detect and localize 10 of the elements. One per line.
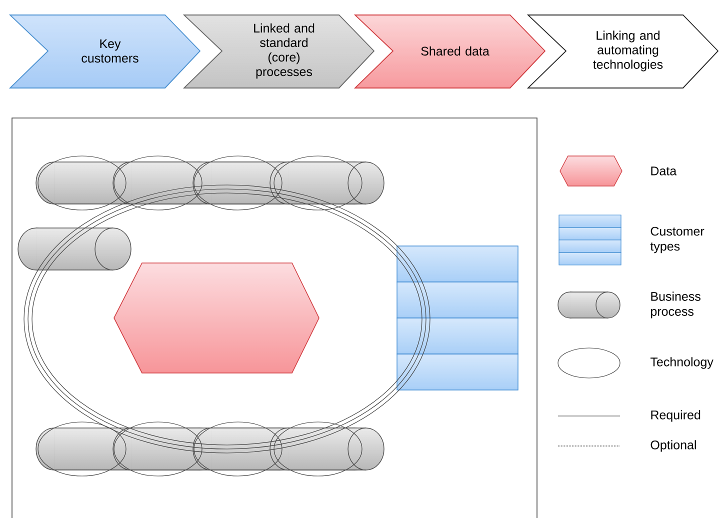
step-banner: Linking and automating technologies: [526, 14, 719, 88]
step-banner: Key customers: [8, 14, 201, 88]
step-banner: Shared data: [354, 14, 546, 88]
legend-label: Required: [651, 410, 700, 422]
legend-label: Technology: [650, 357, 714, 369]
legend-label: Business process: [651, 292, 700, 318]
legend-label: Data: [651, 166, 677, 176]
legend-label: Optional: [650, 440, 696, 452]
legend-label: Customer types: [650, 226, 704, 254]
step-banner: Linked and standard (core) processes: [182, 14, 375, 88]
